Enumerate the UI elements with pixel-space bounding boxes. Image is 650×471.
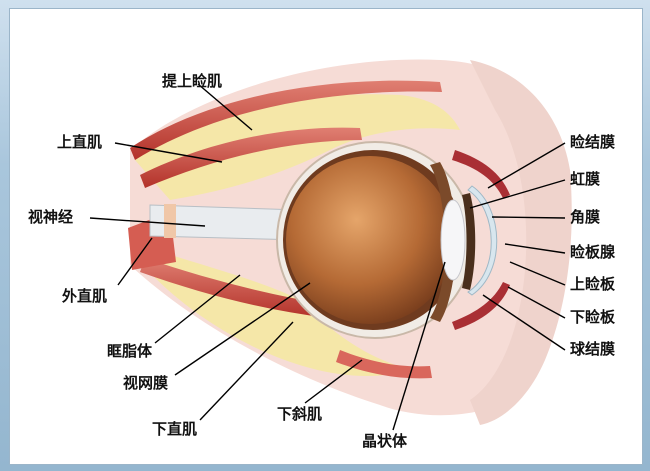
label-upper-tarsus: 上睑板 bbox=[570, 275, 615, 293]
label-cornea: 角膜 bbox=[570, 208, 600, 226]
label-inferior-oblique: 下斜肌 bbox=[277, 405, 322, 423]
label-tarsal-gland: 睑板腺 bbox=[570, 243, 615, 261]
label-bulbar-conjunctiva: 球结膜 bbox=[570, 340, 615, 358]
label-iris: 虹膜 bbox=[570, 170, 600, 188]
label-lens: 晶状体 bbox=[362, 432, 407, 450]
label-retina: 视网膜 bbox=[123, 374, 168, 392]
label-orbital-fat: 眶脂体 bbox=[107, 342, 152, 360]
label-lower-tarsus: 下睑板 bbox=[570, 308, 615, 326]
label-lateral-rectus: 外直肌 bbox=[62, 287, 107, 305]
label-levator: 提上睑肌 bbox=[162, 72, 222, 90]
lens-shape bbox=[441, 200, 465, 280]
eyeball-vitreous bbox=[286, 156, 454, 324]
label-superior-rectus: 上直肌 bbox=[57, 133, 102, 151]
label-inferior-rectus: 下直肌 bbox=[152, 420, 197, 438]
label-palpebral-conjunctiva: 睑结膜 bbox=[570, 133, 615, 151]
optic-nerve-sheath bbox=[164, 204, 176, 238]
leader-cornea bbox=[492, 217, 565, 218]
label-optic-nerve: 视神经 bbox=[28, 208, 73, 226]
